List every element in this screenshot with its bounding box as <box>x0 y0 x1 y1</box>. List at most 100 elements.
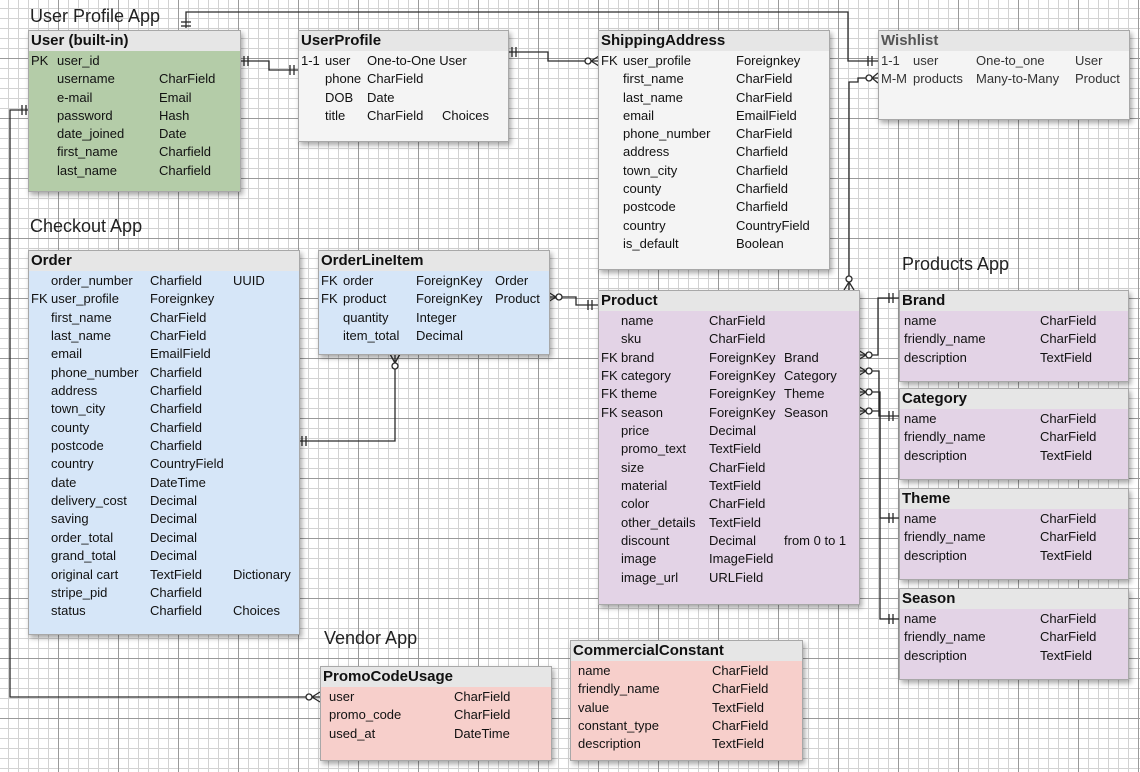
field-field: name <box>904 511 937 526</box>
field-type: CharField <box>709 459 766 475</box>
field-extra: Theme <box>784 386 825 402</box>
field-type: EmailField <box>736 107 797 123</box>
field-extra: Order <box>495 273 529 288</box>
field-key: FK <box>31 291 48 307</box>
field-field: phone <box>325 71 362 87</box>
field-extra: Dictionary <box>233 566 291 582</box>
table-row: friendly_name CharField <box>571 680 802 698</box>
field-type: CharField <box>709 496 766 512</box>
field-field: county <box>51 419 90 435</box>
field-type: CountryField <box>736 217 810 233</box>
field-field: quantity <box>343 309 389 325</box>
field-type: CharField <box>712 681 769 697</box>
field-type: TextField <box>1040 349 1093 365</box>
field-type: ImageField <box>709 551 774 567</box>
field-type: CharField <box>736 89 793 105</box>
field-type: TextField <box>1040 647 1093 663</box>
field-field: last_name <box>51 328 111 344</box>
field-type: CharField <box>1040 511 1097 526</box>
field-type: CharField <box>1040 411 1097 426</box>
field-type: CharField <box>736 126 793 142</box>
field-extra: Choices <box>233 603 280 619</box>
field-type: TextField <box>1040 547 1093 563</box>
field-key: FK <box>321 273 338 288</box>
field-type: TextField <box>709 514 762 530</box>
field-type: Charfield <box>736 162 789 178</box>
field-field: constant_type <box>578 717 659 733</box>
field-key: PK <box>31 53 49 68</box>
field-field: town_city <box>623 162 678 178</box>
field-key: FK <box>601 349 618 365</box>
field-type: CharField <box>1040 331 1097 347</box>
table-title: UserProfile <box>299 31 508 51</box>
field-type: Charfield <box>150 364 203 380</box>
field-field: promo_text <box>621 441 687 457</box>
field-field: discount <box>621 533 670 549</box>
field-key: 1-1 <box>881 53 900 68</box>
field-key: M-M <box>881 71 907 87</box>
field-field: address <box>51 383 98 399</box>
field-field: county <box>623 181 662 197</box>
field-field: phone_number <box>51 364 139 380</box>
field-type: CharField <box>1040 629 1097 645</box>
field-field: friendly_name <box>904 331 986 347</box>
table-title: Category <box>900 389 1128 409</box>
field-field: used_at <box>329 725 376 741</box>
field-type: ForeignKey <box>709 404 776 420</box>
field-type: CharField <box>150 328 207 344</box>
field-field: email <box>51 346 83 362</box>
field-key: FK <box>601 404 618 420</box>
field-field: friendly_name <box>578 681 660 697</box>
table-row: friendly_name CharField <box>900 330 1128 348</box>
field-extra: Brand <box>784 349 819 365</box>
field-field: friendly_name <box>904 429 986 445</box>
field-type: CharField <box>1040 529 1097 545</box>
field-type: CharField <box>709 331 766 347</box>
field-key: FK <box>601 368 618 384</box>
field-field: friendly_name <box>904 529 986 545</box>
table-title: Season <box>900 589 1128 609</box>
field-field: e-mail <box>57 89 93 105</box>
field-type: CharField <box>150 309 207 325</box>
field-type: Decimal <box>150 493 197 509</box>
field-type: Integer <box>416 309 457 325</box>
